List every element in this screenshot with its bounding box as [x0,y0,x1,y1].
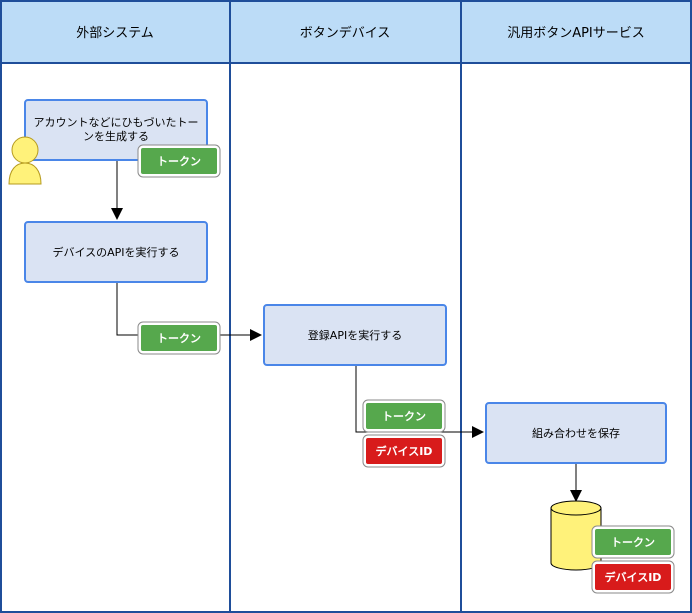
token-badge-generate-label: トークン [157,155,201,168]
token-badge-transfer-label: トークン [157,332,201,345]
step-generate-token-line1: アカウントなどにひもづいたトー [34,116,199,129]
step-run-register-api [263,304,447,366]
step-run-register-api-label: 登録APIを実行する [308,328,402,342]
person-icon [8,136,42,185]
lane-header-button-device [229,0,462,64]
lane-title-api-service: 汎用ボタンAPIサービス [507,26,645,41]
device-id-badge-stored-label: デバイスID [605,570,662,584]
step-run-device-api [24,221,208,283]
token-badge-transfer: トークン [137,321,221,355]
token-badge-stored: トークン [591,525,675,559]
step-run-device-api-label: デバイスのAPIを実行する [52,245,179,259]
device-id-badge-stored: デバイスID [591,560,675,594]
token-badge-stored-label: トークン [611,536,655,549]
lane-header-external-system [0,0,231,64]
lane-header-api-service [460,0,692,64]
step-generate-token-line2: ンを生成する [83,129,149,143]
device-id-badge-register-label: デバイスID [376,444,433,458]
lane-title-external-system: 外部システム [76,26,154,41]
step-save-combination-label: 組み合わせを保存 [532,426,620,440]
token-badge-generate: トークン [137,144,221,178]
token-badge-register: トークン [362,399,446,433]
token-badge-register-label: トークン [382,410,426,423]
database-cylinder-icon [550,500,602,571]
step-save-combination [485,402,667,464]
device-id-badge-register: デバイスID [362,434,446,468]
lane-title-button-device: ボタンデバイス [300,25,391,41]
